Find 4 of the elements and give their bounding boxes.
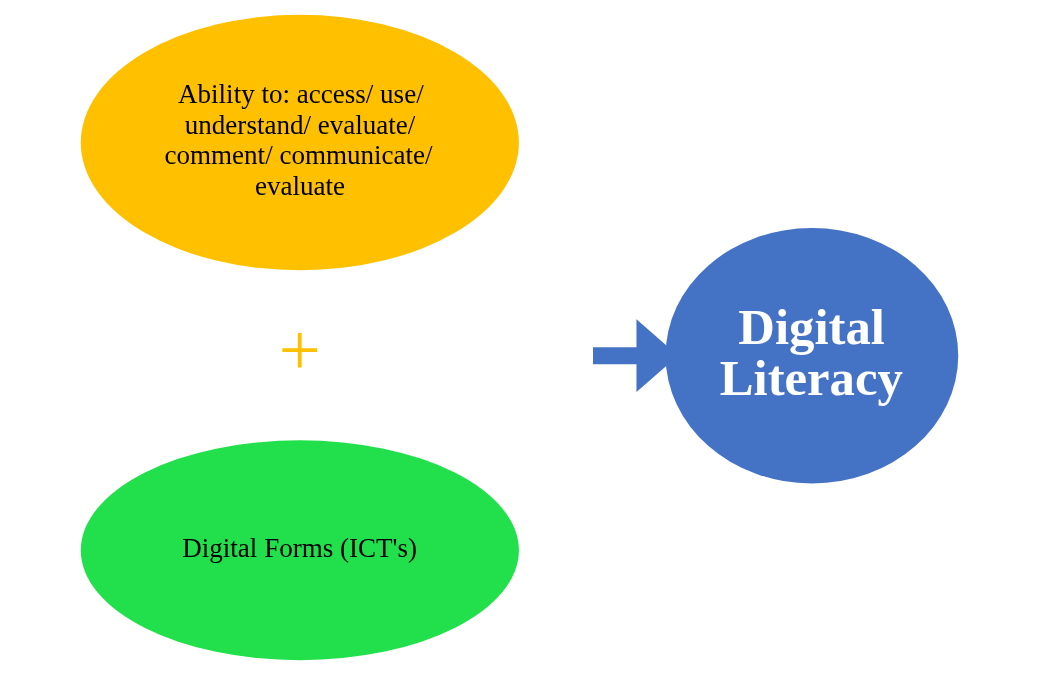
label: + [278, 308, 321, 391]
node-ellipse: Digital Forms (ICT's) [80, 440, 519, 661]
node-ellipse: Digital Literacy [665, 227, 959, 484]
node-ellipse: Ability to: access/ use/ understand/ evaluate/ comment/ communicate/ evaluate [80, 14, 519, 271]
